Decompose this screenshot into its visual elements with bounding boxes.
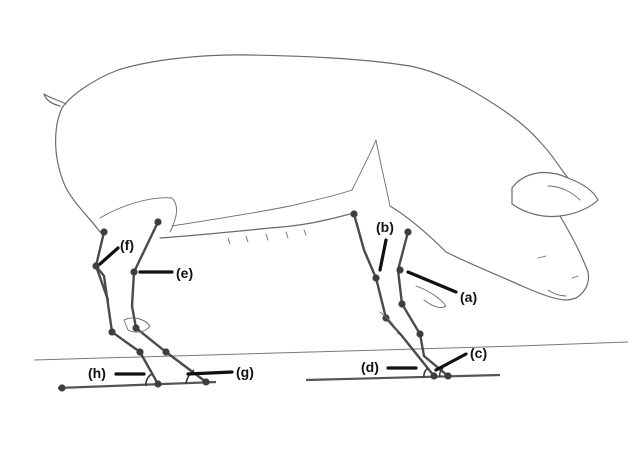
joint [154,218,161,225]
label-h: (h) [88,365,106,381]
joint [154,380,161,387]
leader-g [188,372,232,374]
joint [130,268,137,275]
pig-outline [44,55,598,300]
fore-ground-line [306,375,500,380]
leader-b [380,240,386,270]
joint [132,324,139,331]
joint [108,328,115,335]
joint [382,314,389,321]
label-e: (e) [176,265,193,281]
leader-c [436,354,466,370]
joint [444,372,451,379]
leader-f [100,248,118,264]
fore-foot-sketch [416,286,446,308]
label-c: (c) [470,345,487,361]
joint [416,330,423,337]
joint [396,266,403,273]
joint [398,300,405,307]
label-a: (a) [460,289,477,305]
hind-limb-far [130,218,209,385]
joint [372,274,379,281]
joint [162,348,169,355]
joint [202,378,209,385]
joint [100,228,107,235]
fore-limb-far [396,228,451,379]
joint [350,210,357,217]
label-g: (g) [236,364,254,380]
joint [404,228,411,235]
joint [430,372,437,379]
label-d: (d) [361,359,379,375]
hind-ground-line [58,382,216,388]
joint [136,348,143,355]
label-b: (b) [376,219,394,235]
label-f: (f) [120,237,134,253]
hind-limb-near [58,228,161,391]
leader-a [408,272,456,292]
floor-line [34,342,628,360]
joint [58,384,65,391]
